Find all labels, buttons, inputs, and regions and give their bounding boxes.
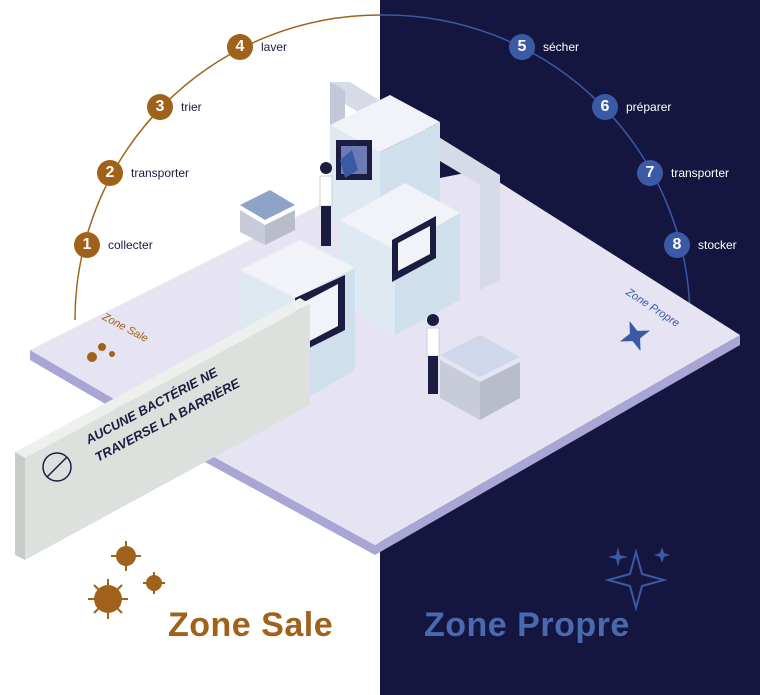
barrier-wall [15,298,310,560]
sparkle-icon-floor [619,320,651,352]
step-label: collecter [108,238,153,252]
step-label: sécher [543,40,580,54]
step-label: préparer [626,100,672,114]
step-trier: 3 trier [147,94,202,120]
zone-propre-title: Zone Propre [424,606,630,644]
step-collecter: 1 collecter [74,232,153,258]
step-transporter-clean: 7 transporter [637,160,729,186]
worker-clean-zone [426,314,440,394]
step-laver: 4 laver [227,34,287,60]
step-label: transporter [131,166,190,180]
zone-sale-title: Zone Sale [168,606,334,644]
step-number: 6 [592,94,618,120]
step-preparer: 6 préparer [592,94,671,120]
worker-dirty-zone [319,150,358,246]
step-label: trier [181,100,202,114]
no-bacteria-icon [42,452,72,482]
step-number: 1 [74,232,100,258]
linen-cart-dirty [240,190,295,245]
step-number: 8 [664,232,690,258]
step-label: transporter [671,166,730,180]
step-number: 5 [509,34,535,60]
sparkle-icons [604,547,670,612]
step-label: laver [261,40,288,54]
step-transporter-dirty: 2 transporter [97,160,189,186]
step-number: 4 [227,34,253,60]
step-secher: 5 sécher [509,34,579,60]
linen-cart-clean [440,335,520,420]
step-number: 3 [147,94,173,120]
step-stocker: 8 stocker [664,232,737,258]
step-number: 7 [637,160,663,186]
step-label: stocker [698,238,737,252]
virus-icons [88,541,165,619]
virus-icon-floor [87,343,115,362]
step-number: 2 [97,160,123,186]
